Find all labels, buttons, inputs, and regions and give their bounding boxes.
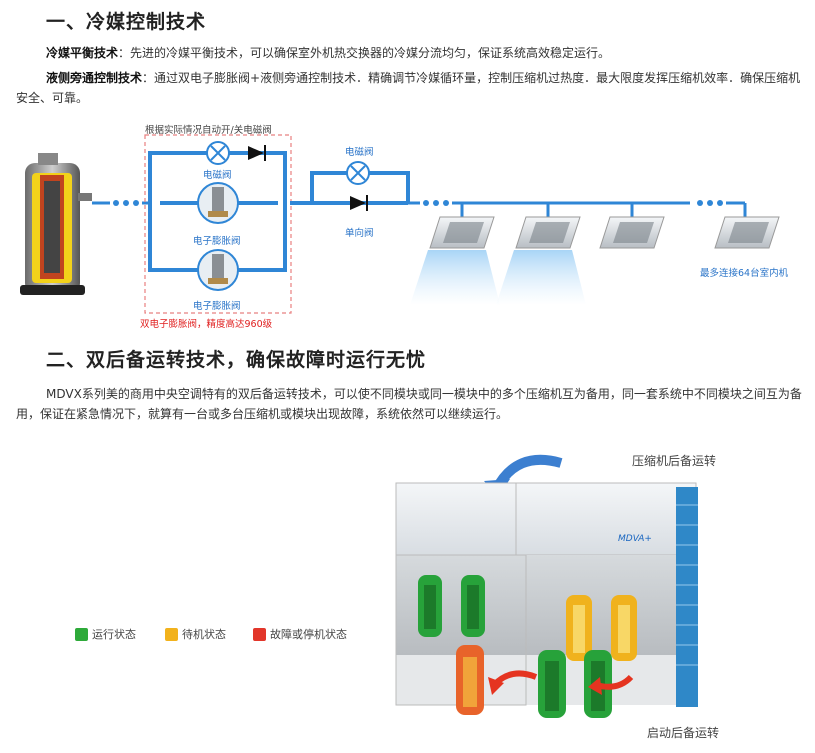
check-valve-icon	[350, 195, 368, 211]
indoor-unit-icon	[714, 216, 780, 249]
legend-standby: 待机状态	[165, 626, 226, 642]
section1-paragraph-2: 液侧旁通控制技术：通过双电子膨胀阀+液侧旁通控制技术．精确调节冷媒循环量，控制压…	[16, 68, 806, 108]
compressor-running-icon	[461, 575, 485, 637]
legend-running: 运行状态	[75, 626, 136, 642]
section1-paragraph-1: 冷媒平衡技术：先进的冷媒平衡技术，可以确保室外机热交换器的冷媒分流均匀，保证系统…	[46, 43, 806, 63]
legend-running-label: 运行状态	[92, 628, 136, 641]
indoor-unit-icon	[410, 216, 500, 305]
startup-backup-caption: 启动后备运转	[647, 726, 720, 740]
expansion-valve-icon	[197, 182, 239, 224]
auto-valve-note: 根据实际情况自动开/关电磁阀	[145, 125, 272, 136]
compressor-standby-icon	[566, 595, 592, 661]
section2-title: 二、双后备运转技术，确保故障时运行无忧	[46, 349, 427, 371]
p1-label: 冷媒平衡技术	[46, 46, 119, 60]
refrigerant-diagram	[20, 134, 780, 314]
indoor-unit-icon	[599, 216, 665, 249]
legend-fault-label: 故障或停机状态	[270, 628, 347, 641]
max-units-label: 最多连接64台室内机	[700, 268, 789, 279]
one-way-label: 单向阀	[345, 228, 374, 239]
compressor-running-icon	[538, 650, 566, 718]
solenoid-left-label: 电磁阀	[203, 170, 232, 181]
standby-swatch	[165, 627, 178, 641]
compressor-running-icon	[418, 575, 442, 637]
p2-text: ：通过双电子膨胀阀+液侧旁通控制技术．精确调节冷媒循环量，控制压缩机过热度．最大…	[16, 71, 801, 105]
solenoid-right-label: 电磁阀	[345, 147, 374, 158]
compressor-icon	[20, 153, 92, 295]
compressor-standby-icon	[611, 595, 637, 661]
svg-text:MDVA+: MDVA+	[618, 534, 652, 544]
fault-swatch	[253, 627, 266, 641]
solenoid-valve-icon	[346, 161, 370, 185]
compressor-backup-caption: 压缩机后备运转	[632, 454, 717, 468]
compressor-fault-icon	[456, 645, 484, 715]
section1-title: 一、冷媒控制技术	[46, 11, 207, 33]
check-valve-icon	[248, 145, 266, 161]
exv-top-label: 电子膨胀阀	[193, 236, 241, 247]
running-swatch	[75, 627, 88, 641]
indoor-unit-icon	[496, 216, 586, 305]
p2-label: 液侧旁通控制技术	[46, 71, 143, 85]
brand-logo: MDVA+	[618, 534, 652, 544]
legend-standby-label: 待机状态	[182, 628, 226, 641]
expansion-valve-icon	[197, 249, 239, 291]
outdoor-unit-diagram: MDVA+	[395, 454, 698, 718]
p1-text: ：先进的冷媒平衡技术，可以确保室外机热交换器的冷媒分流均匀，保证系统高效稳定运行…	[118, 46, 611, 60]
exv-bottom-label: 电子膨胀阀	[193, 301, 241, 312]
section2-paragraph: MDVX系列美的商用中央空调特有的双后备运转技术，可以使不同模块或同一模块中的多…	[16, 387, 802, 421]
legend-fault: 故障或停机状态	[253, 626, 347, 642]
dual-exv-note: 双电子膨胀阀，精度高达960级	[140, 319, 273, 330]
solenoid-valve-icon	[206, 141, 230, 165]
